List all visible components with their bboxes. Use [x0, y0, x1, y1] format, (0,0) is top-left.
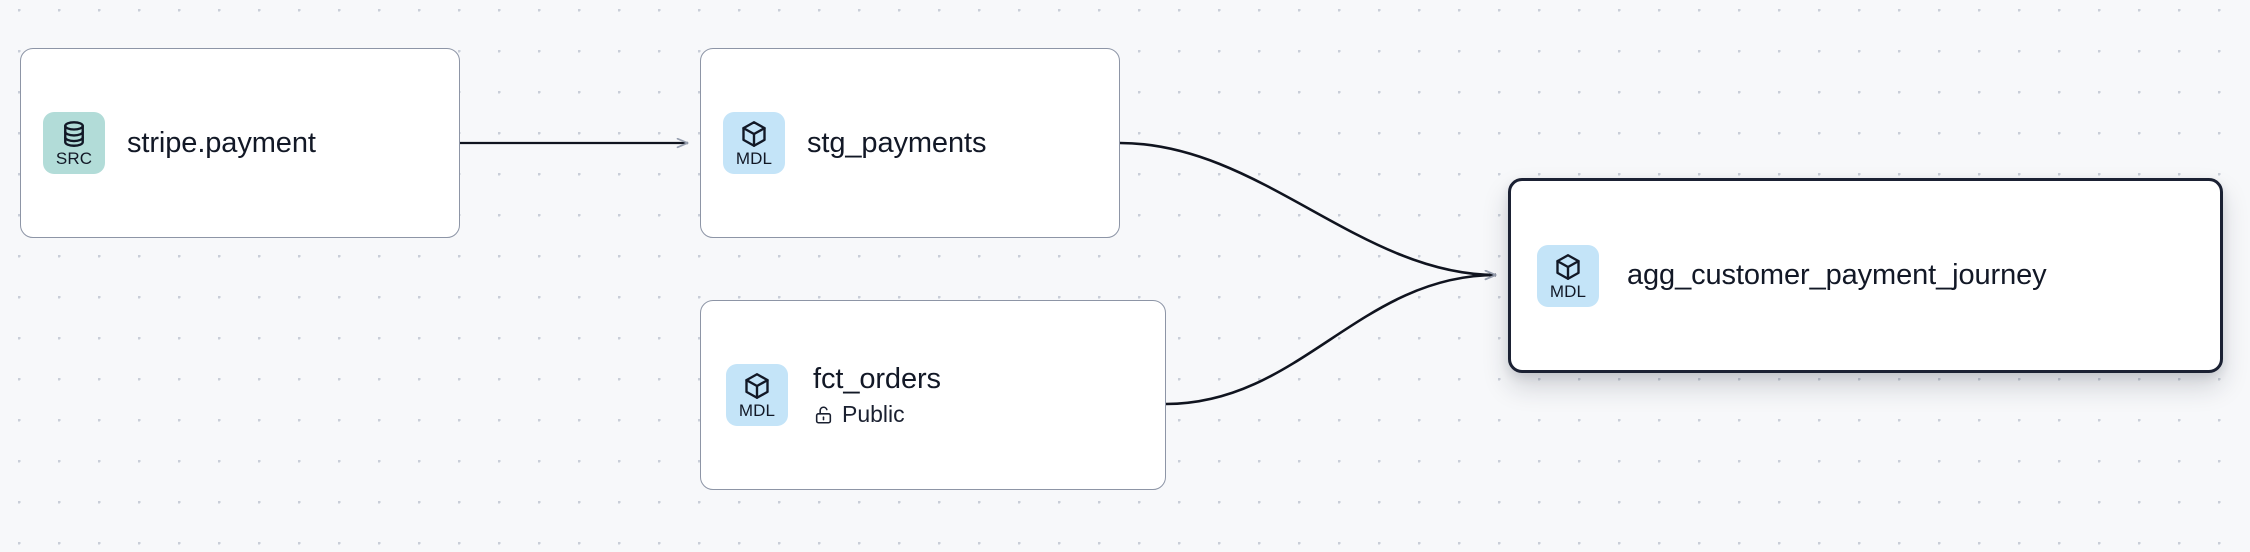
unlock-icon	[815, 406, 832, 424]
node-stg-payments[interactable]: MDL stg_payments	[700, 48, 1120, 238]
badge-mdl: MDL	[1537, 244, 1599, 307]
badge-mdl: MDL	[723, 112, 785, 174]
node-title: stripe.payment	[127, 126, 316, 159]
cube-icon	[745, 373, 769, 399]
node-fct-orders[interactable]: MDL fct_orders Public	[700, 300, 1166, 490]
node-title: stg_payments	[807, 126, 987, 159]
badge-src-label: SRC	[55, 149, 93, 168]
node-body: stripe.payment	[127, 127, 316, 159]
database-icon	[64, 121, 84, 147]
edge-stg-to-agg	[1119, 141, 1496, 275]
badge-mdl-label: MDL	[1549, 281, 1587, 301]
cube-icon	[1556, 253, 1580, 280]
node-agg-customer-payment-journey[interactable]: MDL agg_customer_payment_journey	[1508, 178, 2223, 373]
edge-fct-to-agg	[1165, 275, 1496, 406]
node-title: fct_orders	[813, 363, 941, 396]
node-visibility-label: Public	[842, 400, 905, 427]
badge-mdl-label: MDL	[738, 401, 776, 420]
cube-icon	[742, 121, 766, 147]
node-visibility: Public	[813, 400, 941, 427]
badge-mdl-label: MDL	[735, 149, 773, 168]
node-body: stg_payments	[807, 127, 986, 159]
node-body: fct_orders Public	[813, 363, 941, 427]
node-body: agg_customer_payment_journey	[1627, 259, 2047, 291]
badge-src: SRC	[43, 112, 105, 174]
node-title: agg_customer_payment_journey	[1627, 259, 2047, 292]
node-stripe-payment[interactable]: SRC stripe.payment	[20, 48, 460, 238]
badge-mdl: MDL	[726, 364, 788, 426]
